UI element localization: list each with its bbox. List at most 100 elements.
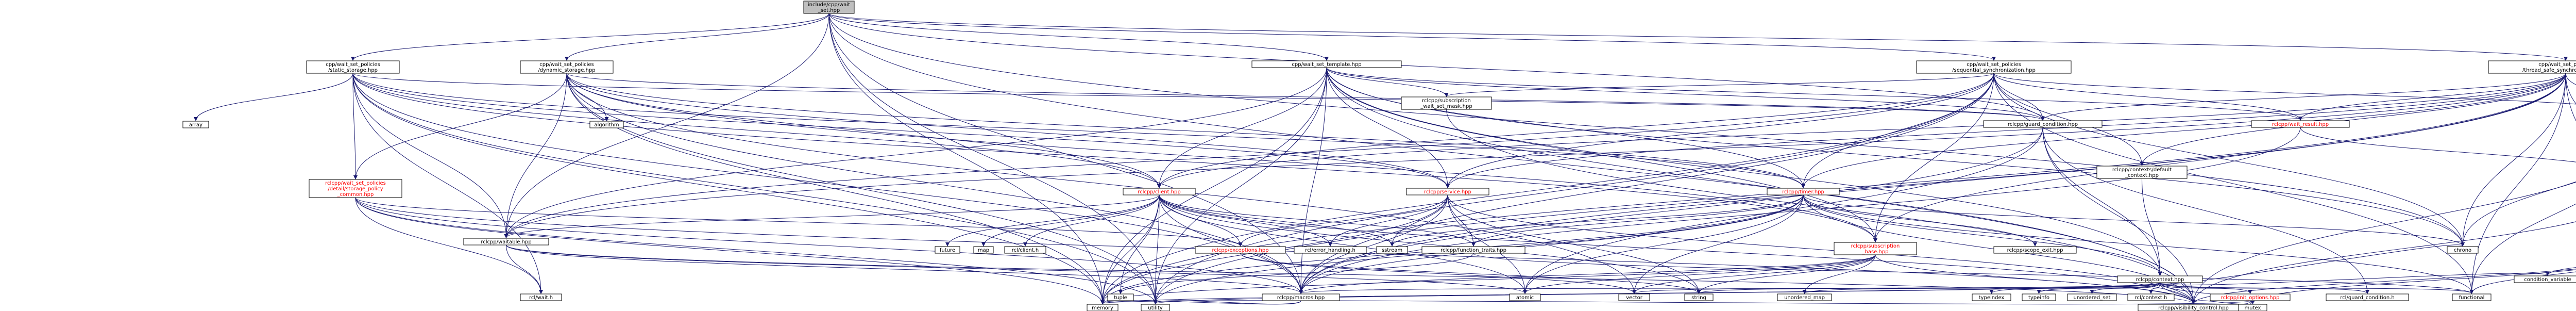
edge-context-to-chrono [2160, 242, 2465, 284]
node-string[interactable]: string [1684, 293, 1714, 301]
edge-wait_result-to-macros [1299, 127, 2301, 294]
node-label: array [189, 122, 202, 128]
node-typeinfo[interactable]: typeinfo [2022, 293, 2056, 301]
edge-sequential-to-guard_condition_hpp [1993, 73, 2045, 121]
node-rcl_client_h[interactable]: rcl/client.h [1004, 246, 1046, 254]
node-box [1618, 293, 1650, 301]
node-future[interactable]: future [935, 246, 960, 254]
node-box [973, 246, 994, 254]
node-label: rclcpp/client.hpp [1138, 189, 1180, 195]
node-dynamic[interactable]: cpp/wait_set_policies/dynamic_storage.hp… [520, 60, 614, 74]
edge-static-to-client [352, 73, 1161, 188]
node-label: /dynamic_storage.hpp [538, 68, 595, 73]
node-utility[interactable]: utility [1141, 304, 1170, 311]
node-unordered_set[interactable]: unordered_set [2067, 293, 2117, 301]
node-error_handling[interactable]: rcl/error_handling.h [1294, 246, 1367, 254]
node-box [803, 1, 855, 14]
node-box [1141, 304, 1170, 311]
edge-timer-to-scope_exit [1803, 194, 2037, 247]
node-function_traits[interactable]: rclcpp/function_traits.hpp [1421, 246, 1526, 254]
node-label: rclcpp/guard_condition.hpp [2008, 122, 2078, 127]
edge-root-to-sequential [828, 13, 1996, 61]
node-box [2488, 60, 2576, 74]
edge-subscription_base-to-string [1697, 254, 1876, 294]
node-init_options[interactable]: rclcpp/init_options.hpp [2210, 293, 2291, 301]
edge-context-to-unordered_map [1802, 282, 2160, 294]
edge-client-to-waitable [504, 194, 1160, 238]
node-label: chrono [2454, 248, 2471, 253]
node-condition_variable[interactable]: condition_variable [2514, 275, 2576, 283]
edge-template-to-visibility [1326, 67, 2196, 304]
node-timer[interactable]: rclcpp/timer.hpp [1767, 188, 1840, 195]
node-unordered_map[interactable]: unordered_map [1777, 293, 1832, 301]
node-waitable[interactable]: rclcpp/waitable.hpp [463, 238, 549, 245]
edge-root-to-visibility [828, 13, 2196, 304]
edge-static-to-memory [352, 73, 1105, 304]
node-label: sstream [1382, 248, 1402, 253]
node-wait_h[interactable]: rcl/wait.h [520, 293, 562, 301]
node-functional[interactable]: functional [2452, 293, 2492, 301]
node-map[interactable]: map [973, 246, 994, 254]
node-service[interactable]: rclcpp/service.hpp [1406, 188, 1489, 195]
node-wait_result[interactable]: rclcpp/wait_result.hpp [2251, 120, 2350, 128]
node-default_context[interactable]: rclcpp/contexts/default_context.hpp [2096, 166, 2188, 179]
node-static[interactable]: cpp/wait_set_policies/static_storage.hpp [306, 60, 400, 74]
node-box [1262, 293, 1340, 301]
edge-service-to-error_handling [1328, 194, 1448, 247]
node-threadsafe[interactable]: cpp/wait_set_policies/thread_safe_synchr… [2488, 60, 2576, 74]
node-memory[interactable]: memory [1087, 304, 1118, 311]
node-visibility[interactable]: rclcpp/visibility_control.hpp [2138, 304, 2249, 311]
node-label: functional [2459, 295, 2485, 301]
node-storage_policy_common[interactable]: rclcpp/wait_set_policies/detail/storage_… [309, 179, 402, 198]
node-template[interactable]: cpp/wait_set_template.hpp [1251, 60, 1402, 68]
node-rcl_context_h[interactable]: rcl/context.h [2127, 293, 2175, 301]
node-scope_exit[interactable]: rclcpp/scope_exit.hpp [1993, 246, 2077, 254]
node-typeindex[interactable]: typeindex [1972, 293, 2011, 301]
edge-storage_policy_common-to-exceptions [355, 197, 1243, 247]
node-label: rclcpp/init_options.hpp [2221, 295, 2280, 301]
node-context[interactable]: rclcpp/context.hpp [2117, 275, 2203, 283]
node-box [2452, 293, 2492, 301]
node-algorithm[interactable]: algorithm [589, 121, 624, 128]
node-label: rcl/wait.h [529, 295, 553, 301]
edge-waitable-to-visibility [506, 244, 2196, 304]
edge-service-to-macros [1299, 194, 1448, 294]
edge-client-to-rcl_client_h [1023, 194, 1160, 247]
edge-template-to-wait_result [1326, 67, 2302, 121]
node-exceptions[interactable]: rclcpp/exceptions.hpp [1195, 246, 1286, 254]
node-box [589, 121, 624, 128]
node-label: string [1691, 295, 1706, 301]
edge-service-to-sstream [1390, 194, 1448, 247]
node-label: rclcpp/wait_set_policies [325, 181, 386, 186]
node-client[interactable]: rclcpp/client.hpp [1123, 188, 1196, 195]
node-macros[interactable]: rclcpp/macros.hpp [1262, 293, 1340, 301]
node-chrono[interactable]: chrono [2447, 246, 2479, 254]
edge-dynamic-to-subscription_base [566, 73, 1877, 242]
node-vector[interactable]: vector [1618, 293, 1650, 301]
edge-timer-to-sstream [1390, 194, 1804, 247]
node-box [309, 179, 402, 198]
edge-context-to-init_options [2160, 282, 2252, 294]
edge-template-to-waitable [504, 67, 1327, 238]
node-mutex[interactable]: mutex [2238, 304, 2267, 311]
node-label: memory [1092, 305, 1113, 311]
node-array[interactable]: array [182, 121, 209, 128]
node-root[interactable]: include/cpp/wait_set.hpp [803, 1, 855, 14]
node-rcl_guard_condition_h[interactable]: rcl/guard_condition.h [2326, 293, 2409, 301]
edge-storage_policy_common-to-macros [355, 197, 1303, 294]
node-sequential[interactable]: cpp/wait_set_policies/sequential_synchro… [1916, 60, 2072, 74]
edge-dynamic-to-storage_policy_common [353, 73, 567, 179]
edge-subscription_base-to-visibility [1875, 254, 2196, 304]
node-box [2067, 293, 2117, 301]
node-subscription_base[interactable]: rclcpp/subscription_base.hpp [1834, 242, 1917, 255]
edge-threadsafe-to-subscription_base [1873, 73, 2566, 242]
node-guard_condition_hpp[interactable]: rclcpp/guard_condition.hpp [1983, 120, 2103, 128]
node-sstream[interactable]: sstream [1376, 246, 1408, 254]
node-tuple[interactable]: tuple [1107, 293, 1134, 301]
node-box [935, 246, 960, 254]
node-subscription_wait_set_mask[interactable]: rclcpp/subscription_wait_set_mask.hpp [1401, 96, 1492, 110]
edge-subscription_base-to-unordered_map [1802, 254, 1876, 294]
node-label: typeindex [1979, 295, 2005, 301]
node-atomic[interactable]: atomic [1509, 293, 1541, 301]
edge-sequential-to-subscription_wait_set_mask [1444, 73, 1994, 97]
